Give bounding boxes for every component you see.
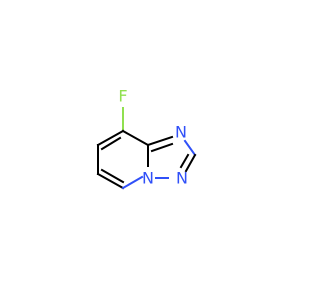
atom-nitrogen-top: N: [175, 123, 187, 142]
bond-c8-c8a: [121, 129, 150, 147]
bond-c2-n3: [184, 153, 197, 173]
bond-c5-n4: [121, 175, 144, 190]
bond-c8a-n1-double: [150, 142, 174, 153]
atom-nitrogen-bottom: N: [176, 169, 188, 188]
atom-labels: F N N N: [118, 87, 188, 188]
bond-c8-c7: [96, 129, 125, 147]
bond-n1-c2: [183, 139, 197, 157]
bond-c8-c7-double: [100, 136, 122, 151]
bond-c8a-n1: [146, 135, 174, 147]
atom-nitrogen-bridge: N: [142, 169, 154, 188]
bond-c6-c5-double: [100, 168, 125, 184]
bond-c6-c5: [96, 172, 125, 190]
atom-fluorine: F: [118, 87, 127, 106]
bond-c2-n3-double: [179, 153, 190, 169]
bonds: [96, 107, 197, 190]
molecule-structure-diagram: F N N N: [96, 87, 197, 190]
